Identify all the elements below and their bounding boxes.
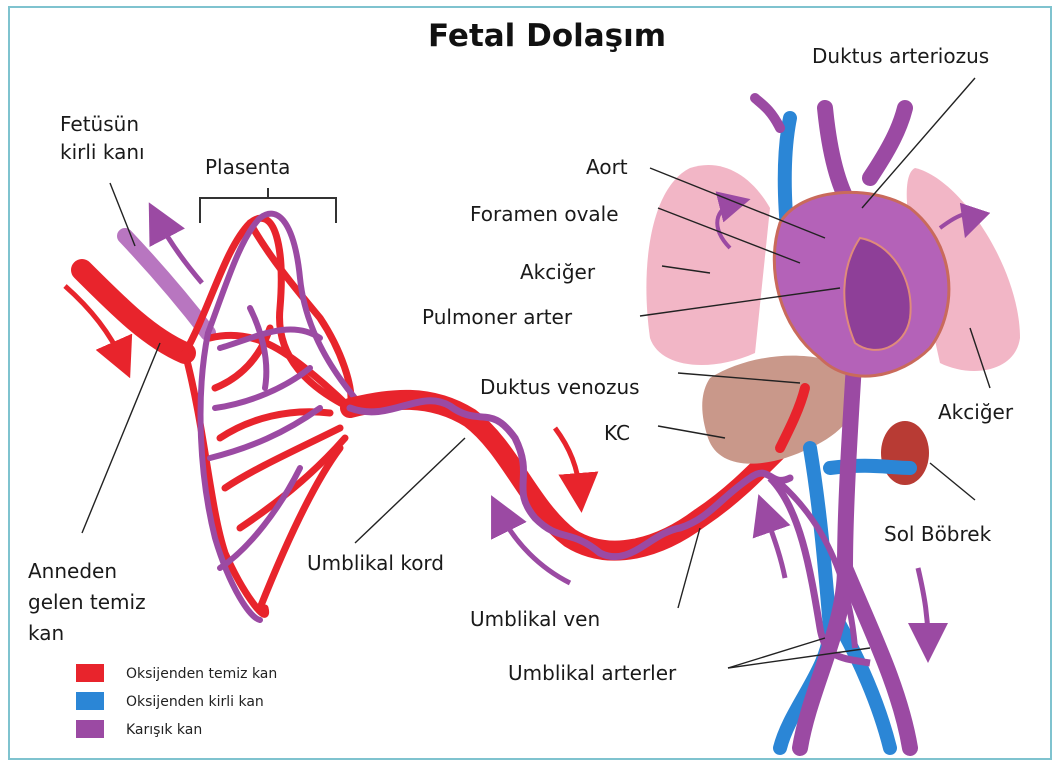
label-foramen-ovale: Foramen ovale: [470, 202, 619, 226]
legend-label-oxygenated: Oksijenden temiz kan: [126, 666, 277, 682]
label-lung-right: Akciğer: [938, 400, 1014, 424]
kidney-shape: [881, 421, 929, 485]
legend-swatch-deoxygenated: [76, 692, 104, 710]
label-fetus-dirty-blood-2: kirli kanı: [60, 140, 145, 164]
label-fetus-dirty-blood-1: Fetüsün: [60, 112, 139, 136]
descending-flow-arrow: [918, 568, 928, 643]
diagram-title: Fetal Dolaşım: [428, 18, 666, 54]
diagram-frame: Fetal Dolaşım: [8, 6, 1052, 760]
label-ductus-venosus: Duktus venozus: [480, 375, 640, 399]
label-mother-blood-1: Anneden: [28, 559, 117, 583]
label-left-kidney: Sol Böbrek: [884, 522, 992, 546]
lung-left-shape: [646, 165, 770, 365]
fetal-circulation-diagram: Fetal Dolaşım: [10, 8, 1052, 760]
label-placenta: Plasenta: [205, 155, 290, 179]
legend-swatch-oxygenated: [76, 664, 104, 682]
legend-label-deoxygenated: Oksijenden kirli kan: [126, 694, 264, 710]
label-aorta: Aort: [586, 155, 628, 179]
label-umbilical-cord: Umblikal kord: [307, 551, 444, 575]
label-mother-blood-3: kan: [28, 621, 64, 645]
legend: Oksijenden temiz kan Oksijenden kirli ka…: [76, 664, 277, 738]
label-lung-left: Akciğer: [520, 260, 596, 284]
label-pulmonary-artery: Pulmoner arter: [422, 305, 573, 329]
label-ductus-arteriosus: Duktus arteriozus: [812, 44, 989, 68]
cord-flow-arrow-red: [555, 428, 580, 493]
label-umbilical-vein: Umblikal ven: [470, 607, 600, 631]
legend-swatch-mixed: [76, 720, 104, 738]
label-mother-blood-2: gelen temiz: [28, 590, 146, 614]
legend-label-mixed: Karışık kan: [126, 722, 202, 738]
label-umbilical-arteries: Umblikal arterler: [508, 661, 677, 685]
ascending-flow-arrow: [765, 513, 785, 578]
label-liver: KC: [604, 421, 630, 445]
